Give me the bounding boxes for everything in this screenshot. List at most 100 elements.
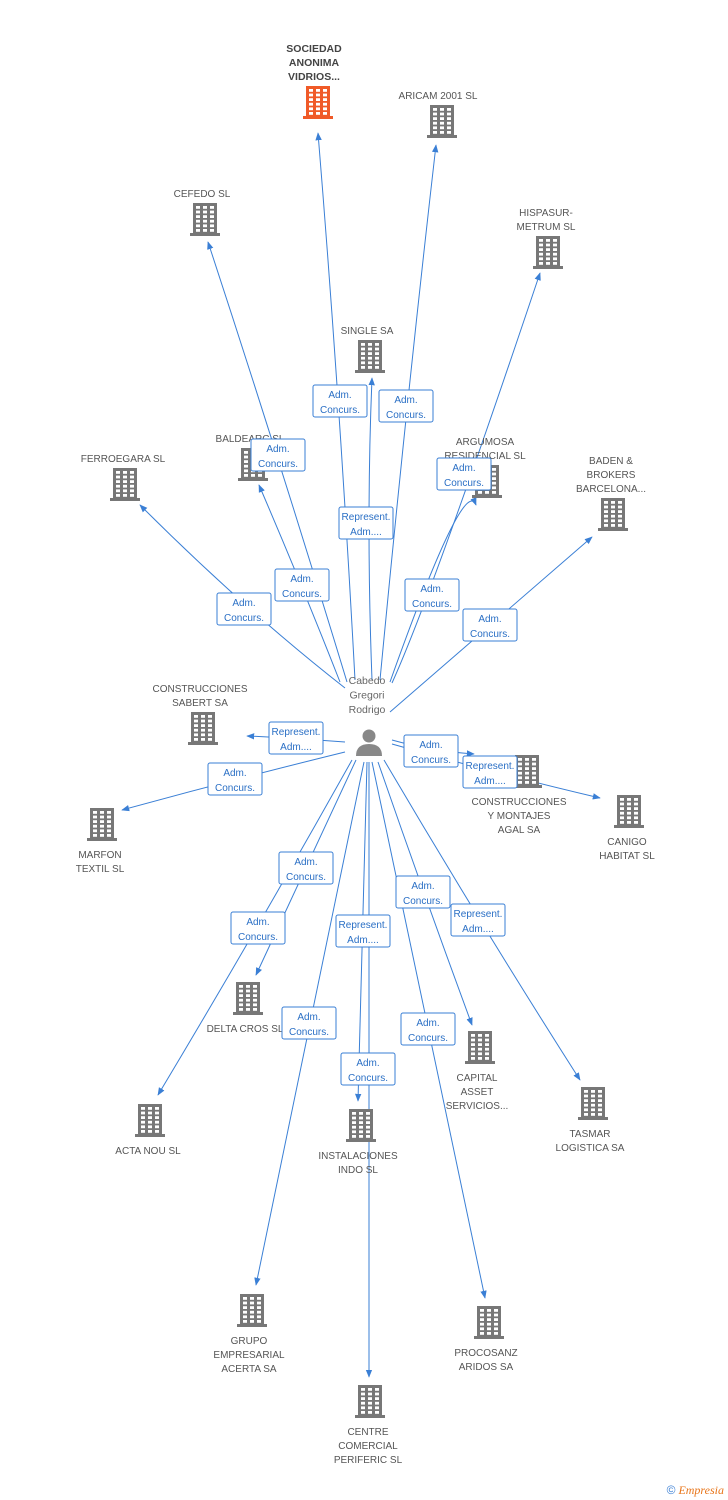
relation-label-sociedad[interactable]: Adm.Concurs. [312,384,368,418]
relation-label-hispasur[interactable]: Adm.Concurs. [404,578,460,612]
relation-label-agal[interactable]: Adm.Concurs. [403,734,459,768]
relation-label-ferroegara[interactable]: Adm.Concurs. [216,592,272,626]
relation-label-instalaciones[interactable]: Represent.Adm.... [335,914,391,948]
relation-label-deltacros[interactable]: Adm.Concurs. [278,851,334,885]
relation-text: Adm.... [462,924,494,935]
company-name[interactable]: ARICAM 2001 SL [399,91,478,102]
company-name[interactable]: BALDEARC SL [216,434,285,445]
relation-label-procosanz[interactable]: Adm.Concurs. [400,1012,456,1046]
building-icon[interactable] [512,755,542,788]
building-icon[interactable] [190,203,220,236]
relation-text: Adm. [452,463,475,474]
copyright-icon: © [666,1483,676,1497]
relation-label-argumosa[interactable]: Adm. Concurs. [436,457,492,491]
company-node-deltacros[interactable]: DELTA CROS SL [207,982,284,1035]
company-name-line: EMPRESARIAL [213,1350,285,1361]
company-name[interactable]: DELTA CROS SL [207,1024,284,1035]
building-icon[interactable] [346,1109,376,1142]
building-icon[interactable] [87,808,117,841]
relation-label-baldearc[interactable]: Adm.Concurs. [274,568,330,602]
building-icon[interactable] [614,795,644,828]
building-icon[interactable] [233,982,263,1015]
company-name[interactable]: FERROEGARA SL [81,454,166,465]
company-name-line: GRUPO [231,1336,268,1347]
relation-edge-argumosa [389,497,477,683]
relation-text: Concurs. [444,478,484,489]
building-icon[interactable] [533,236,563,269]
building-icon[interactable] [135,1104,165,1137]
relation-label-sabert[interactable]: Represent.Adm.... [268,721,324,755]
relation-text: Represent. [272,727,321,738]
relation-label-marfon[interactable]: Adm.Concurs. [207,762,263,796]
company-node-single[interactable]: SINGLE SA [341,326,394,373]
company-name[interactable]: TASMAR LOGISTICA SA [556,1129,625,1154]
relation-text: Represent. [339,920,388,931]
company-node-tasmar[interactable]: TASMAR LOGISTICA SA [556,1087,625,1154]
relation-label-centre[interactable]: Adm.Concurs. [340,1052,396,1086]
company-node-aricam[interactable]: ARICAM 2001 SL [399,91,478,138]
building-icon[interactable] [303,86,333,119]
relation-text: Adm. [290,574,313,585]
building-icon[interactable] [465,1031,495,1064]
company-node-hispasur[interactable]: HISPASUR-METRUM SL [517,208,576,269]
relation-label-single[interactable]: Represent.Adm.... [338,506,394,540]
company-name[interactable]: ACTA NOU SL [115,1146,181,1157]
company-name-line: INSTALACIONES [318,1151,398,1162]
company-node-actanou[interactable]: ACTA NOU SL [115,1104,181,1157]
building-icon[interactable] [188,712,218,745]
relation-text: Adm. [411,881,434,892]
relation-label-grupo[interactable]: Adm.Concurs. [281,1006,337,1040]
building-icon[interactable] [474,1306,504,1339]
relation-label-canigo[interactable]: Represent.Adm.... [462,755,518,789]
company-name-line: SOCIEDAD [286,43,342,55]
company-name-line: LOGISTICA SA [556,1143,625,1154]
company-node-cefedo[interactable]: CEFEDO SL [174,189,231,236]
company-name[interactable]: CEFEDO SL [174,189,231,200]
company-name-line: BROKERS [587,470,636,481]
relation-text: Adm. [246,917,269,928]
relation-label-capital[interactable]: Adm.Concurs. [395,875,451,909]
building-icon[interactable] [110,468,140,501]
building-icon[interactable] [427,105,457,138]
building-icon[interactable] [578,1087,608,1120]
building-icon[interactable] [355,1385,385,1418]
company-name[interactable]: HISPASUR-METRUM SL [517,208,576,233]
company-name-line: TASMAR [570,1129,611,1140]
building-icon[interactable] [598,498,628,531]
relation-label-baden[interactable]: Adm.Concurs. [462,608,518,642]
relation-label-tasmar[interactable]: Represent.Adm.... [450,903,506,937]
relation-label-aricam[interactable]: Adm.Concurs. [378,389,434,423]
building-icon[interactable] [237,1294,267,1327]
relation-label-actanou[interactable]: Adm.Concurs. [230,911,286,945]
building-icon[interactable] [355,340,385,373]
company-node-ferroegara[interactable]: FERROEGARA SL [81,454,166,501]
company-name[interactable]: SINGLE SA [341,326,394,337]
relation-label-cefedo[interactable]: Adm.Concurs. [250,438,306,472]
company-name-line: FERROEGARA SL [81,454,166,465]
company-name-line: DELTA CROS SL [207,1024,284,1035]
